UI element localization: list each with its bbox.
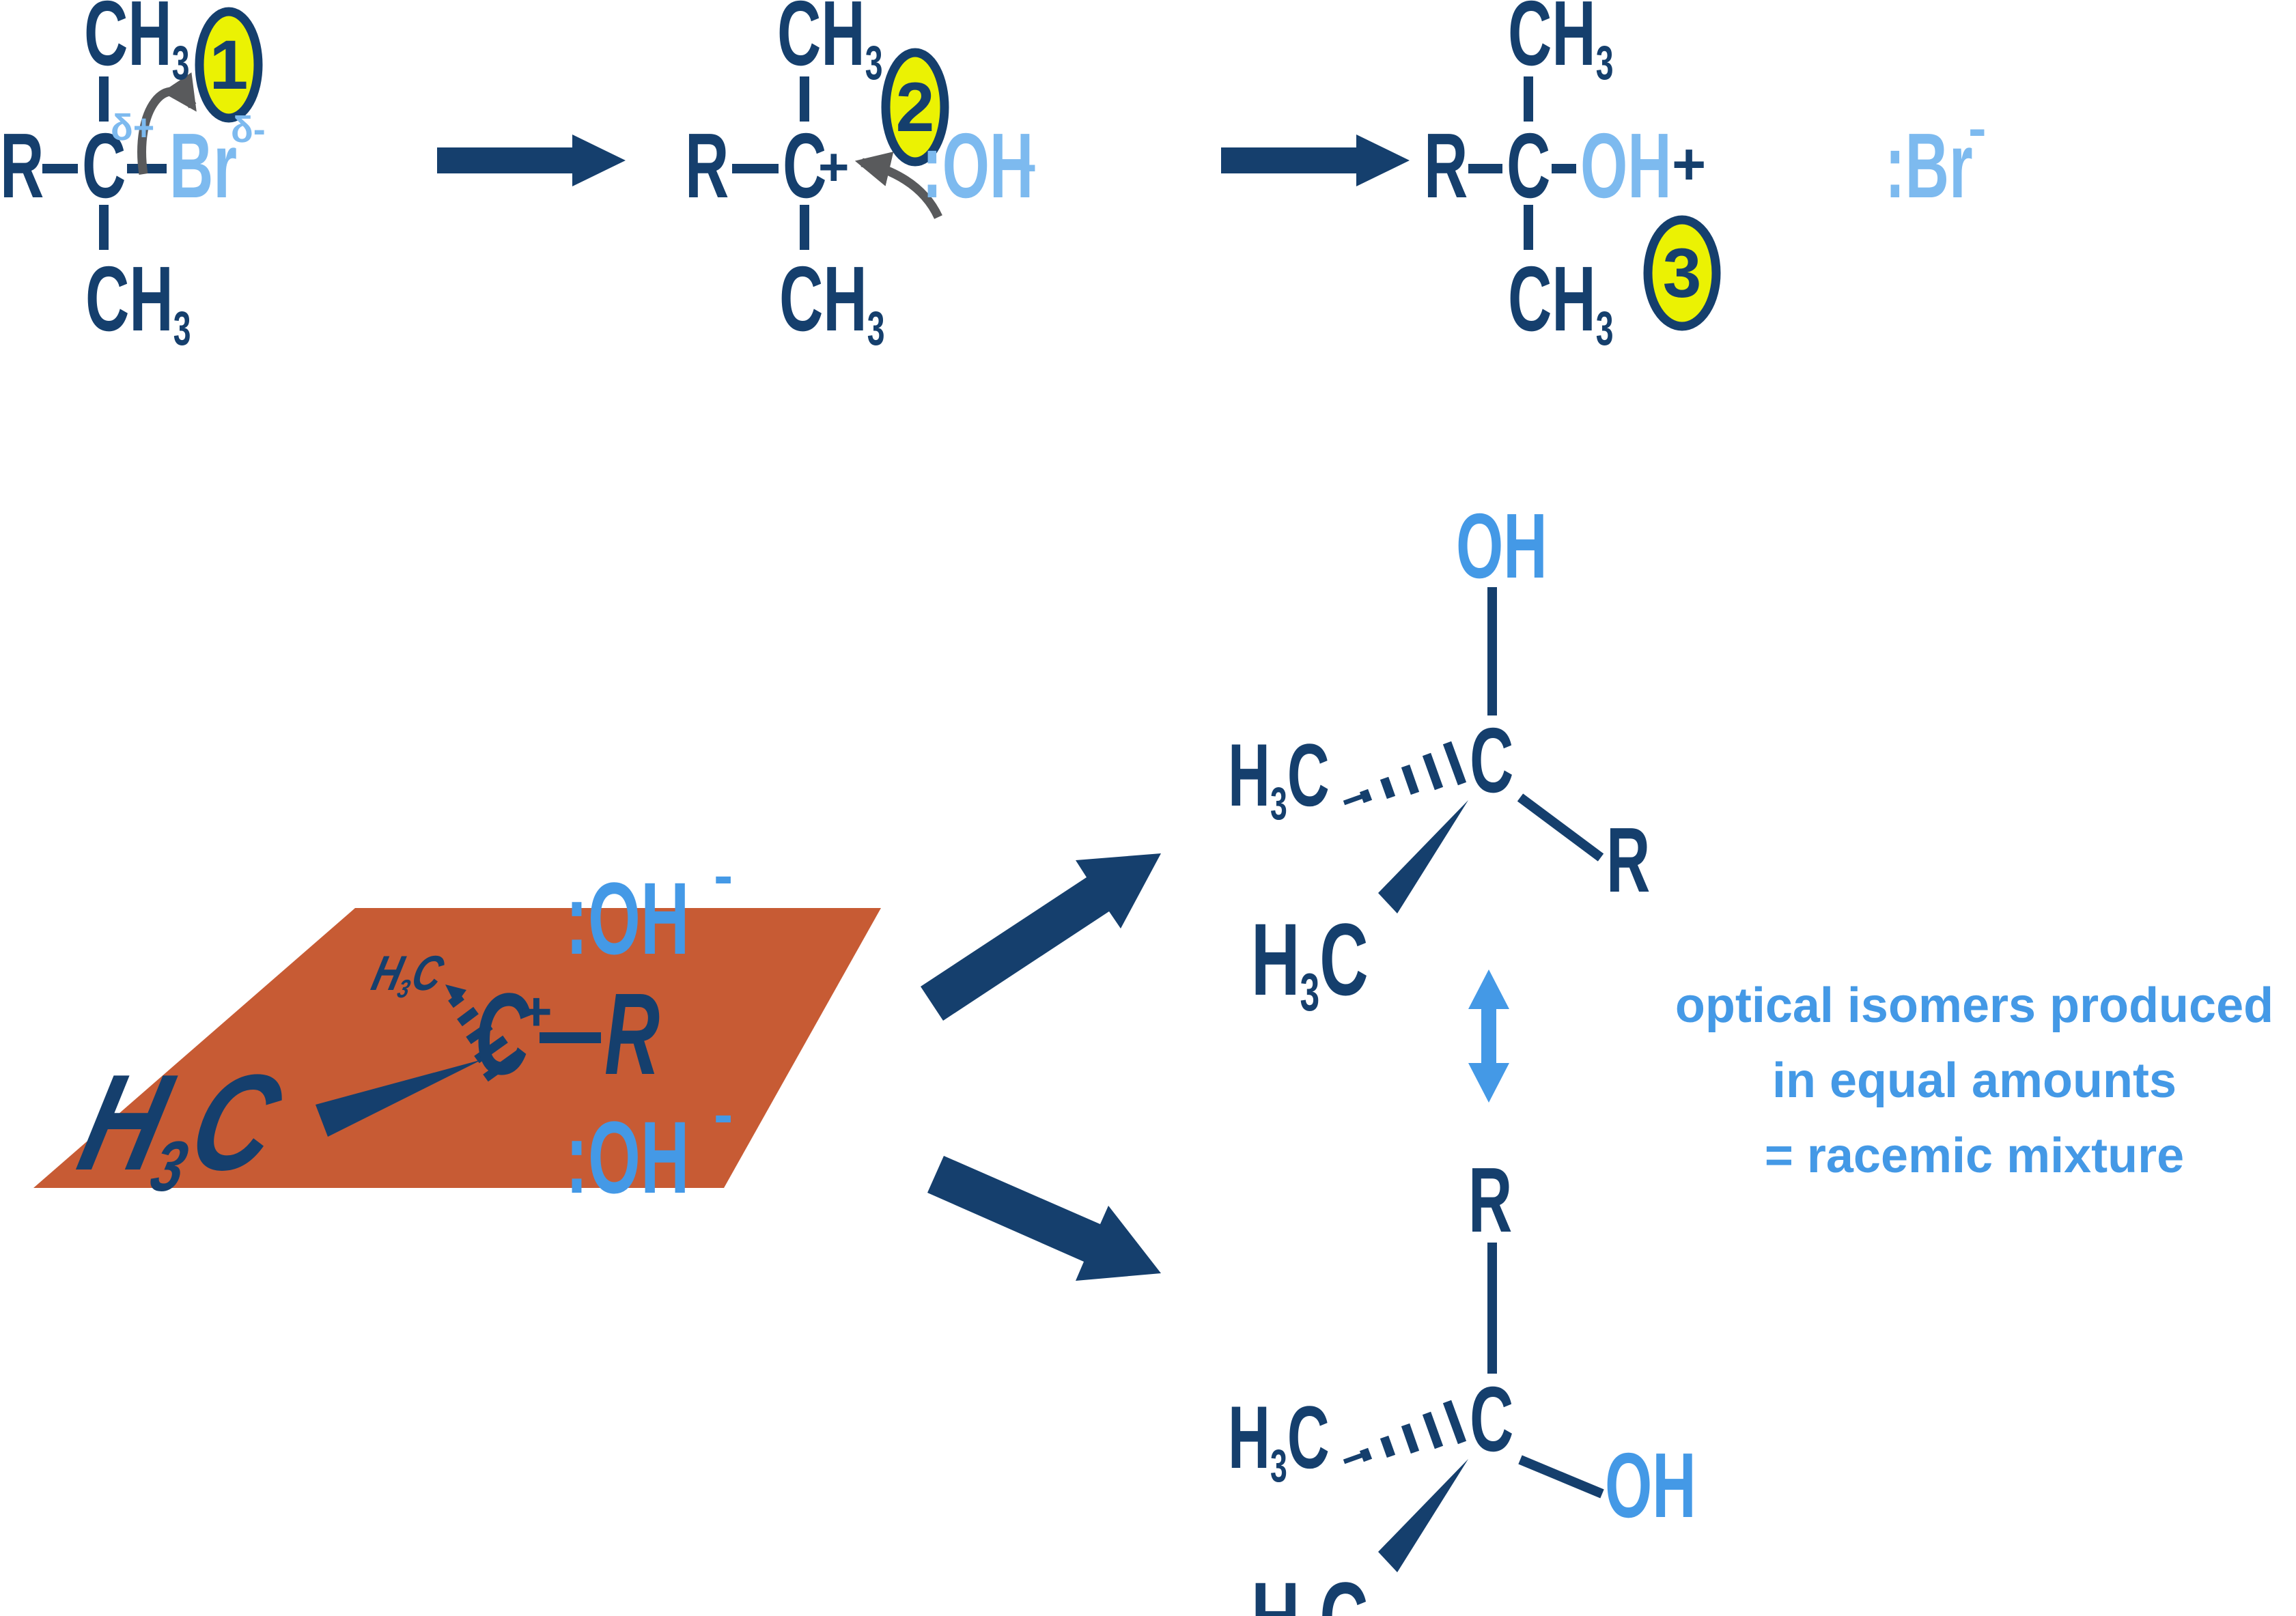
racemic-mixture-caption: optical isomers produced in equal amount… (1653, 968, 2296, 1193)
step-badge-3: 3 (1662, 234, 1702, 312)
caption-line-2: in equal amounts (1772, 1053, 2177, 1108)
isomer-top-bonds (1343, 587, 1604, 913)
attack-arrow-bottom-face (927, 1156, 1161, 1281)
isomer-top-carbon: C (1470, 709, 1514, 812)
plane-h3c-top: H3C (367, 946, 449, 1004)
delta-minus-label: δ- (231, 109, 266, 150)
isomer-top-h3c-left: H3C (1228, 725, 1330, 830)
plane-h3c-bottom: H3C (66, 1047, 294, 1207)
hydroxide-bottom-minus: - (714, 1082, 733, 1147)
hydroxide-nucleophile: :OH (922, 114, 1034, 217)
isomer-top-hashed-wedge (1359, 741, 1467, 804)
isomer-bottom-carbon: C (1470, 1367, 1514, 1471)
plane-solid-wedge (316, 1060, 482, 1137)
isomer-bottom-solid-wedge (1378, 1459, 1468, 1572)
isomer-bottom-r-group: R (1468, 1148, 1513, 1251)
plane-plus-charge: + (520, 981, 552, 1042)
reactant-ch3-bottom: CH3 (85, 247, 191, 356)
curly-arrow-oh-to-carbocation (854, 152, 942, 219)
product-ch3-top: CH3 (1508, 0, 1614, 90)
plane-hashed-wedge (448, 992, 522, 1082)
badge-ellipse-3 (1643, 215, 1721, 331)
bromide-minus-charge: - (1968, 98, 1987, 158)
plane-central-carbon: C (475, 969, 531, 1099)
curly-arrow-bond-to-br (137, 72, 197, 175)
reactant-ch3-top: CH3 (84, 0, 190, 90)
isomer-bottom-bonds (1343, 1243, 1604, 1572)
delta-plus-label: δ+ (111, 107, 155, 148)
isomer-bottom-hydroxyl: OH (1605, 1434, 1696, 1537)
hydroxide-minus-charge: - (1019, 133, 1037, 194)
double-headed-arrow (1468, 969, 1509, 1103)
plus-separator: + (1672, 132, 1707, 197)
hydroxide-top-minus: - (714, 843, 733, 908)
reactant-bromine: Br (169, 114, 238, 217)
isomer-top-hydroxyl: OH (1456, 494, 1548, 597)
product-ch3-bottom: CH3 (1508, 247, 1614, 356)
product-bonds (1468, 76, 1576, 250)
isomer-bottom-hashed-wedge (1359, 1400, 1467, 1462)
carbocation-bonds (732, 76, 809, 250)
carbocation-ch3-top: CH3 (777, 0, 883, 90)
caption-line-1: optical isomers produced (1675, 978, 2274, 1033)
plane-r-group: R (604, 969, 660, 1099)
attack-arrow-top-face (921, 853, 1161, 1021)
product-r-group: R (1424, 114, 1468, 217)
caption-line-3: = racemic mixture (1764, 1129, 2185, 1183)
carbocation-carbon: C (783, 114, 827, 217)
badge-ellipse-2 (881, 48, 949, 167)
isomer-bottom-h3c-left: H3C (1228, 1387, 1330, 1492)
plane-structure-bonds (316, 984, 601, 1137)
reactant-carbon: C (82, 114, 126, 217)
trigonal-plane (33, 908, 881, 1188)
isomer-top-solid-wedge (1378, 800, 1468, 913)
carbocation-plus-charge: + (818, 137, 850, 197)
carbocation-ch3-bottom: CH3 (779, 247, 885, 356)
isomer-bottom-h3c-bottom: H3C (1251, 1567, 1369, 1616)
hydroxide-bottom-face: :OH (565, 1100, 690, 1215)
product-carbon: C (1507, 114, 1551, 217)
reaction-arrow-1 (437, 134, 626, 186)
reaction-arrow-2 (1221, 134, 1410, 186)
step-badge-2: 2 (895, 68, 935, 146)
isomer-top-h3c-bottom: H3C (1251, 902, 1369, 1023)
badge-ellipse-1 (195, 7, 263, 123)
bromide-anion: :Br (1885, 114, 1973, 217)
hydroxide-top-face: :OH (565, 861, 690, 976)
reactant-r-group: R (0, 114, 44, 217)
reactant-bonds (42, 76, 167, 250)
step-badge-1: 1 (209, 26, 249, 104)
carbocation-r-group: R (685, 114, 729, 217)
isomer-top-r-group: R (1606, 808, 1651, 911)
product-hydroxyl: OH (1580, 114, 1672, 217)
